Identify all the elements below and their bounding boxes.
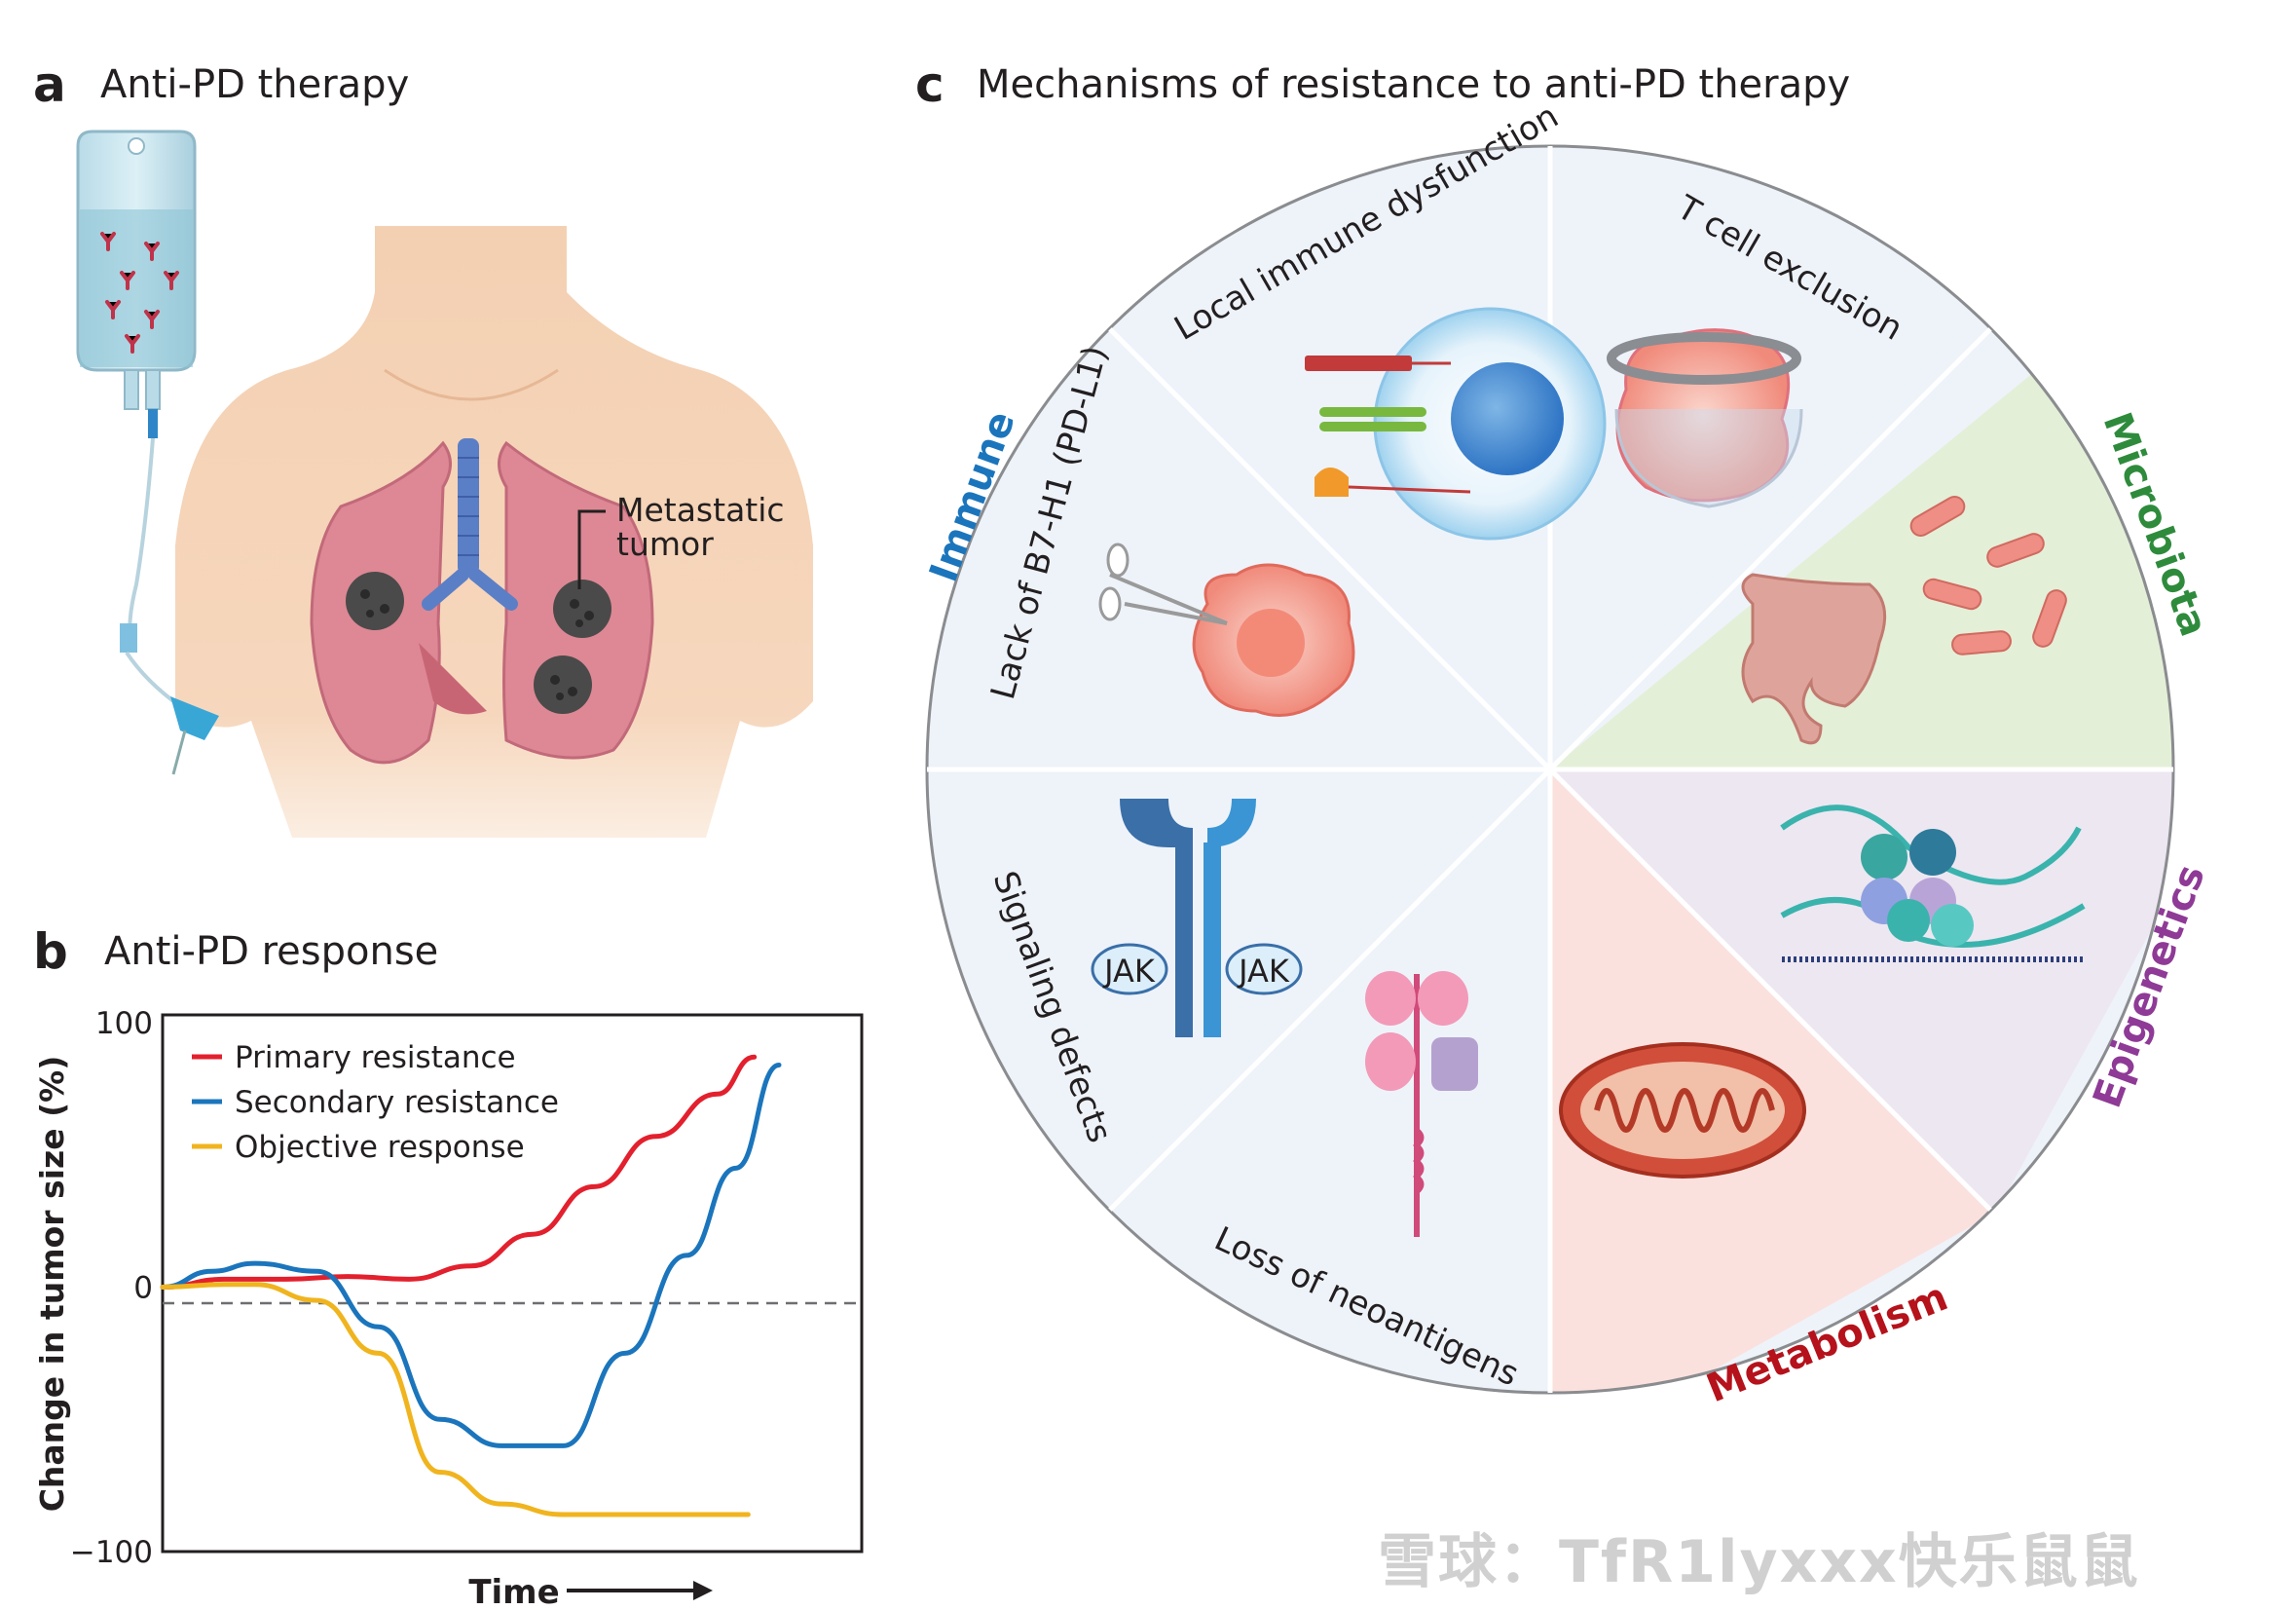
tumor-leader-line: [577, 509, 606, 589]
panel-c-title: Mechanisms of resistance to anti-PD ther…: [977, 62, 1851, 107]
iv-bag-icon: [76, 130, 219, 775]
watermark: 雪球：TfR1lyxxx快乐鼠鼠: [1378, 1528, 2140, 1596]
mhc-neoantigen-icon: [1365, 971, 1478, 1237]
y-tick-label: −100: [70, 1535, 153, 1570]
panel-a-title: Anti-PD therapy: [100, 62, 410, 107]
legend-label: Primary resistance: [235, 1040, 516, 1075]
microbiota-sector: [1550, 331, 2173, 769]
mitochondrion-icon: [1559, 1042, 1806, 1179]
panel-c-letter: c: [915, 56, 944, 113]
nucleosome-icon: [1780, 805, 2086, 962]
excluded-tumor-icon: [1607, 328, 1803, 508]
jak2-oval: [1225, 943, 1303, 995]
legend-label: Objective response: [235, 1130, 525, 1165]
x-axis-label: Time: [468, 1573, 559, 1610]
series-layer: [160, 1054, 782, 1517]
label-jak-1: JAK: [1102, 953, 1156, 990]
y-axis-label: Change in tumor size (%): [33, 1056, 71, 1513]
gut-bacteria-icon: [1741, 496, 2067, 745]
chart-frame: [161, 1013, 864, 1554]
metastatic-label-line2: tumor: [616, 525, 714, 563]
series-line-objective-response: [160, 1282, 751, 1517]
mechanism-wheel: [925, 144, 2175, 1395]
torso-illustration: [175, 226, 813, 838]
tumor-cell-icon: [1098, 543, 1355, 717]
t-cell-icon: [1305, 307, 1607, 541]
panel-b-letter: b: [33, 923, 68, 980]
series-line-primary-resistance: [160, 1054, 758, 1290]
panel-a-letter: a: [33, 56, 66, 113]
time-arrow-head: [693, 1581, 713, 1600]
jak-receptor-icon: [1091, 799, 1303, 1037]
metastatic-label-line1: Metastatic: [616, 491, 785, 529]
y-tick-label: 0: [133, 1271, 153, 1306]
series-line-secondary-resistance: [160, 1062, 782, 1448]
label-jak-2: JAK: [1237, 953, 1290, 990]
jak1-oval: [1091, 943, 1168, 995]
metastatic-tumors: [346, 572, 611, 714]
legend-label: Secondary resistance: [235, 1085, 559, 1120]
y-tick-label: 100: [95, 1006, 153, 1041]
epigenetics-sector: [1550, 769, 2173, 1213]
y-tick-marks: 100 0 −100: [70, 1006, 153, 1570]
panel-b-title: Anti-PD response: [104, 929, 439, 974]
